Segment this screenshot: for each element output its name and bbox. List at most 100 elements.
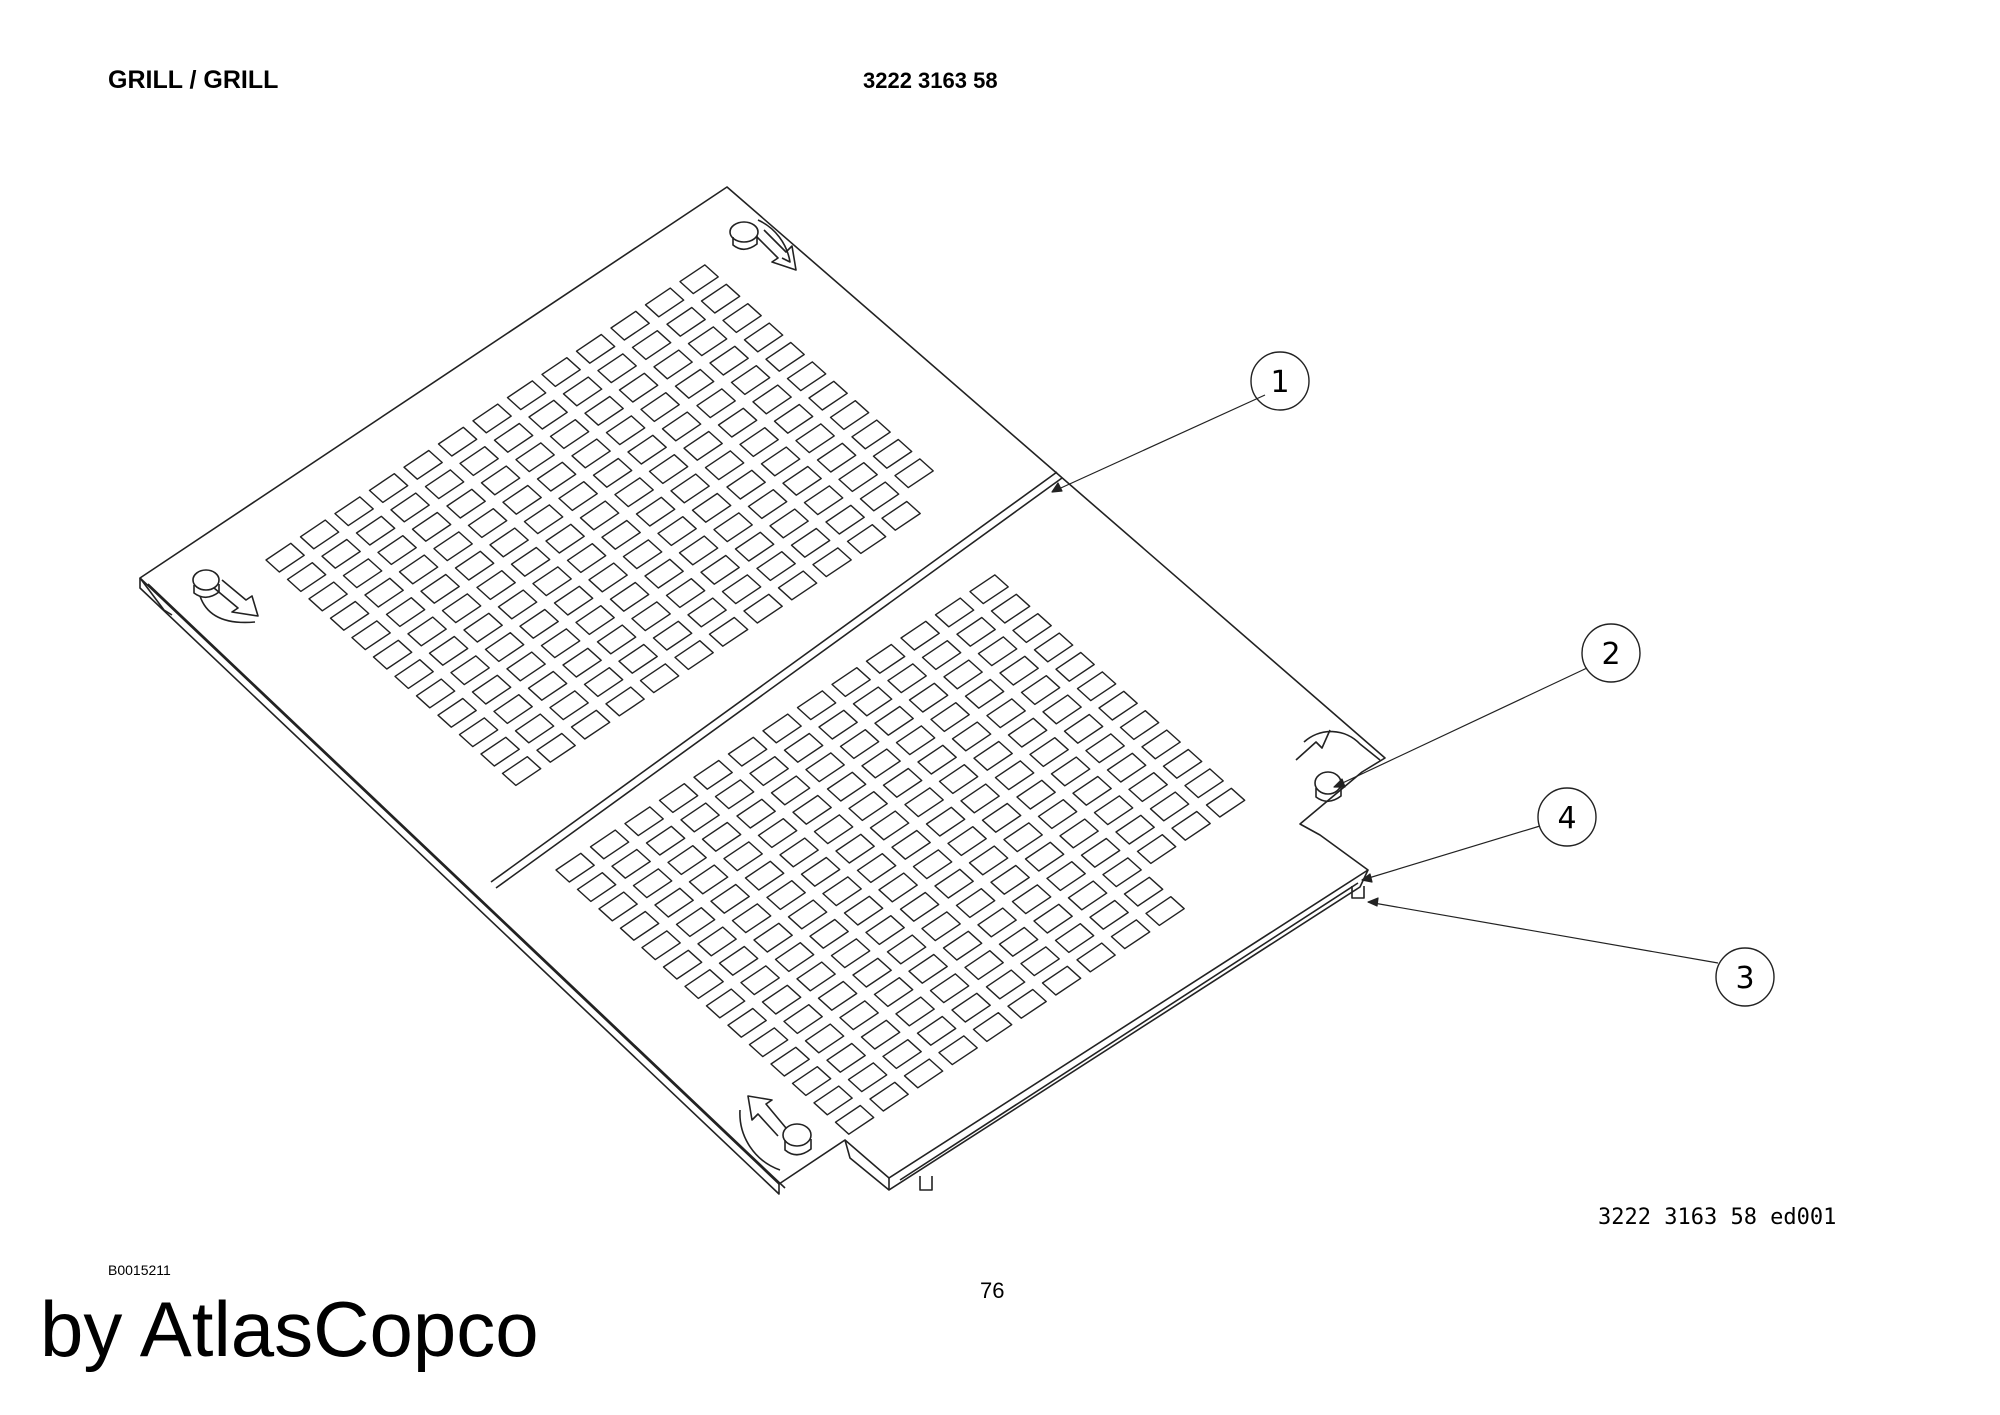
vent-hole [674,640,714,671]
vent-hole [743,322,784,353]
vent-hole [571,438,611,469]
vent-hole [519,608,559,639]
vent-hole [597,353,637,384]
vent-hole [795,423,835,454]
vent-hole [589,829,630,860]
vent-hole [951,992,991,1023]
vent-hole [1102,857,1142,888]
vent-hole [562,376,603,407]
vent-hole [835,833,875,864]
vent-hole [1089,899,1129,930]
vent-hole [977,636,1018,667]
vent-hole [493,694,533,725]
vent-hole [308,581,348,612]
vent-hole [726,469,766,500]
vent-hole [687,597,727,628]
vent-hole [584,395,624,426]
vent-hole [1042,694,1082,725]
vent-hole [411,511,452,542]
vent-hole [610,310,650,341]
vent-hole [321,538,361,569]
vent-hole [1024,841,1065,872]
vent-hole [839,1000,879,1031]
vent-hole [562,647,602,678]
vent-hole [912,849,953,880]
vent-hole [385,597,426,628]
vent-hole [816,442,857,473]
vent-hole [1029,737,1069,768]
vent-hole [545,523,585,554]
vent-hole [635,496,676,527]
vent-hole [887,663,927,694]
vent-hole [826,771,867,802]
vent-hole [428,635,469,666]
vent-hole [865,643,906,674]
vent-hole [783,732,824,763]
leader-lines [1051,394,1719,964]
vent-hole [657,516,697,547]
vent-hole [817,980,858,1011]
vent-hole [583,667,624,698]
vent-hole [1055,651,1095,682]
vent-hole [921,640,962,671]
vent-hole [1136,834,1177,865]
vent-hole [981,802,1022,833]
vent-hole [1033,903,1073,934]
vent-hole [722,303,762,334]
vent-hole [752,384,792,415]
vent-hole [1171,810,1211,841]
vent-hole [1128,772,1168,803]
vent-hole [765,341,805,372]
vent-hole [744,860,785,891]
vent-hole [881,500,921,531]
vent-hole [714,779,755,810]
vent-hole [640,392,680,423]
vent-hole [472,403,512,434]
vent-hole [1033,632,1074,663]
vent-hole [1020,675,1061,706]
vent-hole [929,973,970,1004]
vent-hole [874,705,914,736]
vent-hole [938,764,979,795]
vent-hole [986,698,1026,729]
brand-watermark: by AtlasCopco [40,1285,539,1373]
vent-hole [917,744,957,775]
vent-hole [748,1027,789,1058]
vent-hole [334,496,374,527]
vent-hole [1076,942,1116,973]
vent-hole [753,922,793,953]
vent-hole [861,748,901,779]
vent-hole [708,616,749,647]
vent-hole [480,736,520,767]
vent-hole [860,1019,901,1050]
vent-hole [908,682,949,713]
page-number: 76 [980,1278,1005,1303]
vent-hole [433,531,473,562]
vent-hole [441,593,482,624]
vent-hole [696,388,736,419]
vent-hole [680,802,720,833]
vent-hole [830,938,871,969]
vent-hole [484,632,525,663]
vent-hole [977,907,1017,938]
svg-text:4: 4 [1557,801,1576,836]
vent-hole [355,515,396,546]
vent-hole [329,600,370,631]
vent-hole [639,663,680,694]
vent-hole [873,977,914,1008]
vent-hole [398,554,439,585]
vent-hole [420,573,460,604]
vent-hole [611,848,651,879]
vent-hole [1119,710,1160,741]
vent-hole [697,926,737,957]
vent-hole [1063,713,1104,744]
vent-hole [787,899,828,930]
vent-hole [688,864,729,895]
vent-hole [540,628,581,659]
vent-hole [527,670,568,701]
vent-hole [506,651,546,682]
vent-hole [598,891,638,922]
vent-hole [566,543,607,574]
vent-hole [700,554,740,585]
